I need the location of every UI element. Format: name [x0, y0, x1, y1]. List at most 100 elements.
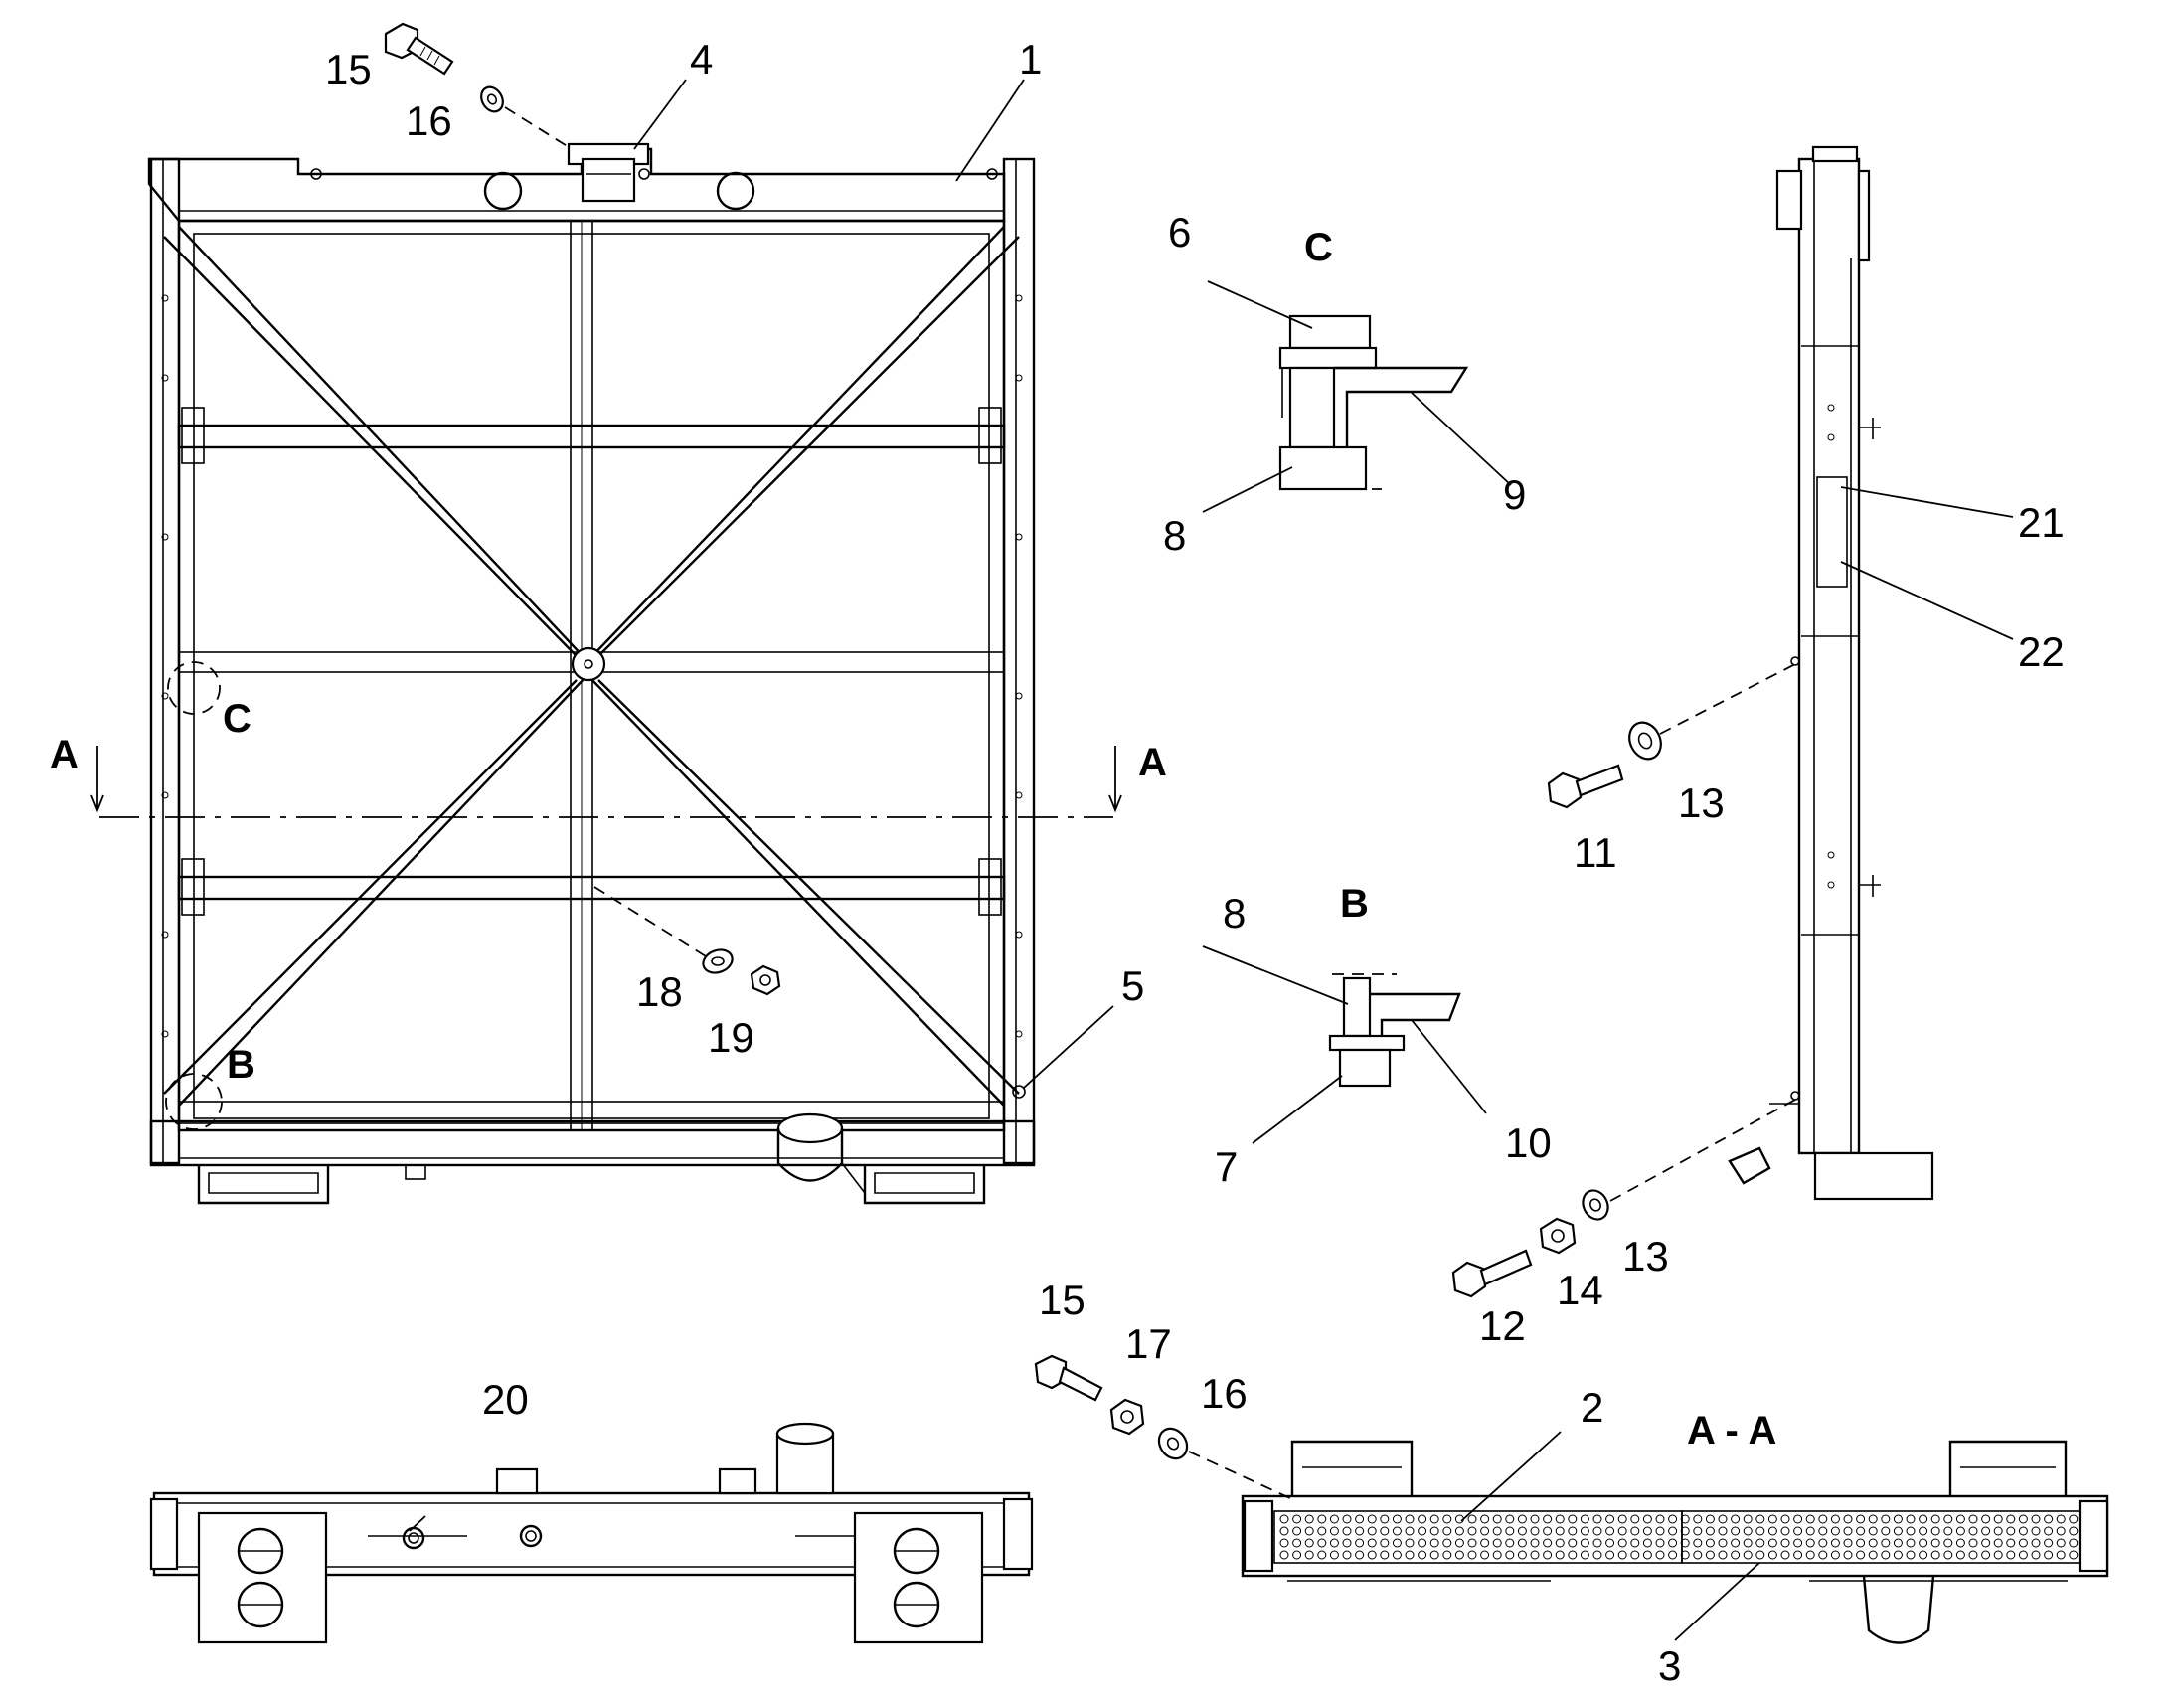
side-rail-holes — [161, 294, 1026, 1099]
core-tube-hole — [1429, 1514, 1439, 1524]
core-tube-hole — [1881, 1514, 1891, 1524]
core-tube-hole — [1292, 1550, 1302, 1560]
core-tube-hole — [1367, 1550, 1377, 1560]
core-tube-hole — [1919, 1526, 1928, 1536]
left-side-channel — [149, 157, 181, 1165]
core-tube-hole — [1893, 1538, 1903, 1548]
core-tube-hole — [1642, 1514, 1652, 1524]
core-tube-hole — [2018, 1526, 2028, 1536]
core-tube-hole — [1993, 1526, 2003, 1536]
core-tube-hole — [1767, 1514, 1777, 1524]
core-tube-hole — [1380, 1514, 1390, 1524]
core-tube-hole — [1454, 1526, 1464, 1536]
core-tube-hole — [1530, 1526, 1540, 1536]
core-tube-hole — [1492, 1526, 1502, 1536]
callout-6: 6 — [1168, 209, 1191, 256]
core-tube-hole — [1418, 1538, 1427, 1548]
bolt-11 — [1547, 764, 1624, 809]
core-tube-hole — [1856, 1550, 1866, 1560]
core-tube-hole — [1993, 1514, 2003, 1524]
callout-5: 5 — [1121, 962, 1144, 1009]
section-line-a-a — [90, 746, 1122, 818]
core-tube-hole — [1342, 1550, 1352, 1560]
core-tube-hole — [1543, 1550, 1553, 1560]
core-tube-hole — [1543, 1538, 1553, 1548]
core-tube-hole — [1830, 1514, 1840, 1524]
view-labels: A A A - A C C B B — [50, 226, 1776, 1452]
washer-16-top — [480, 85, 504, 113]
core-tube-hole — [1755, 1538, 1765, 1548]
core-tube-hole — [1543, 1514, 1553, 1524]
core-tube-hole — [1568, 1550, 1578, 1560]
core-tube-hole — [1906, 1538, 1916, 1548]
core-tube-hole — [2069, 1538, 2079, 1548]
core-tube-hole — [1843, 1526, 1853, 1536]
core-tube-hole — [1392, 1526, 1402, 1536]
core-tube-hole — [1793, 1550, 1803, 1560]
core-tube-hole — [1505, 1514, 1515, 1524]
core-tube-hole — [1731, 1514, 1741, 1524]
core-tube-hole — [1292, 1526, 1302, 1536]
core-tube-hole — [1805, 1526, 1815, 1536]
core-tube-hole — [1868, 1538, 1878, 1548]
core-tube-hole — [1442, 1538, 1452, 1548]
core-tube-hole — [1442, 1550, 1452, 1560]
core-tube-hole — [1480, 1526, 1490, 1536]
core-tube-hole — [1968, 1526, 1978, 1536]
core-tube-hole — [1906, 1514, 1916, 1524]
washer-13-upper — [1628, 721, 1662, 761]
core-tube-hole — [1705, 1526, 1715, 1536]
core-tube-hole — [1943, 1514, 1953, 1524]
core-tube-hole — [2031, 1550, 2041, 1560]
callout-2: 2 — [1581, 1384, 1603, 1431]
core-tube-hole — [1467, 1526, 1477, 1536]
core-tube-hole — [1655, 1526, 1665, 1536]
core-tube-hole — [1680, 1526, 1690, 1536]
core-tube-hole — [1630, 1526, 1640, 1536]
core-tube-hole — [1442, 1514, 1452, 1524]
core-tube-hole — [2006, 1538, 2016, 1548]
callout-1: 1 — [1019, 36, 1042, 83]
core-tube-hole — [1818, 1514, 1828, 1524]
core-tube-hole — [1405, 1538, 1415, 1548]
core-tube-hole — [1818, 1538, 1828, 1548]
core-tube-hole — [1329, 1550, 1339, 1560]
core-tube-hole — [1617, 1514, 1627, 1524]
core-tube-hole — [2069, 1526, 2079, 1536]
core-tube-hole — [1304, 1538, 1314, 1548]
callout-9: 9 — [1503, 471, 1526, 518]
callout-17: 17 — [1125, 1320, 1172, 1367]
core-tube-hole — [1568, 1514, 1578, 1524]
core-tube-hole — [1429, 1538, 1439, 1548]
core-tube-hole — [1856, 1538, 1866, 1548]
core-tube-hole — [1605, 1526, 1615, 1536]
core-tube-hole — [1429, 1526, 1439, 1536]
front-view — [147, 142, 1036, 1205]
core-tube-hole — [1930, 1514, 1940, 1524]
core-tube-hole — [1919, 1538, 1928, 1548]
core-tube-hole — [1454, 1538, 1464, 1548]
core-tube-hole — [1718, 1514, 1728, 1524]
callout-16-lower: 16 — [1201, 1370, 1248, 1417]
core-tube-hole — [1868, 1526, 1878, 1536]
right-side-channel — [1002, 157, 1036, 1165]
core-tube-hole — [1993, 1550, 2003, 1560]
callout-7: 7 — [1215, 1143, 1238, 1190]
core-tube-hole — [1630, 1550, 1640, 1560]
core-tube-hole — [1329, 1514, 1339, 1524]
core-tube-hole — [1605, 1514, 1615, 1524]
core-tube-hole — [1780, 1526, 1790, 1536]
core-tube-hole — [1981, 1514, 1991, 1524]
core-tube-hole — [1919, 1550, 1928, 1560]
core-tube-hole — [1718, 1526, 1728, 1536]
callout-4: 4 — [690, 36, 713, 83]
core-tube-hole — [1930, 1526, 1940, 1536]
core-tube-hole — [1530, 1514, 1540, 1524]
core-tube-hole — [2044, 1550, 2054, 1560]
core-tube-hole — [1955, 1538, 1965, 1548]
callout-22: 22 — [2018, 628, 2065, 675]
core-tube-hole — [1843, 1514, 1853, 1524]
core-tube-hole — [1543, 1526, 1553, 1536]
core-tube-hole — [1743, 1526, 1753, 1536]
